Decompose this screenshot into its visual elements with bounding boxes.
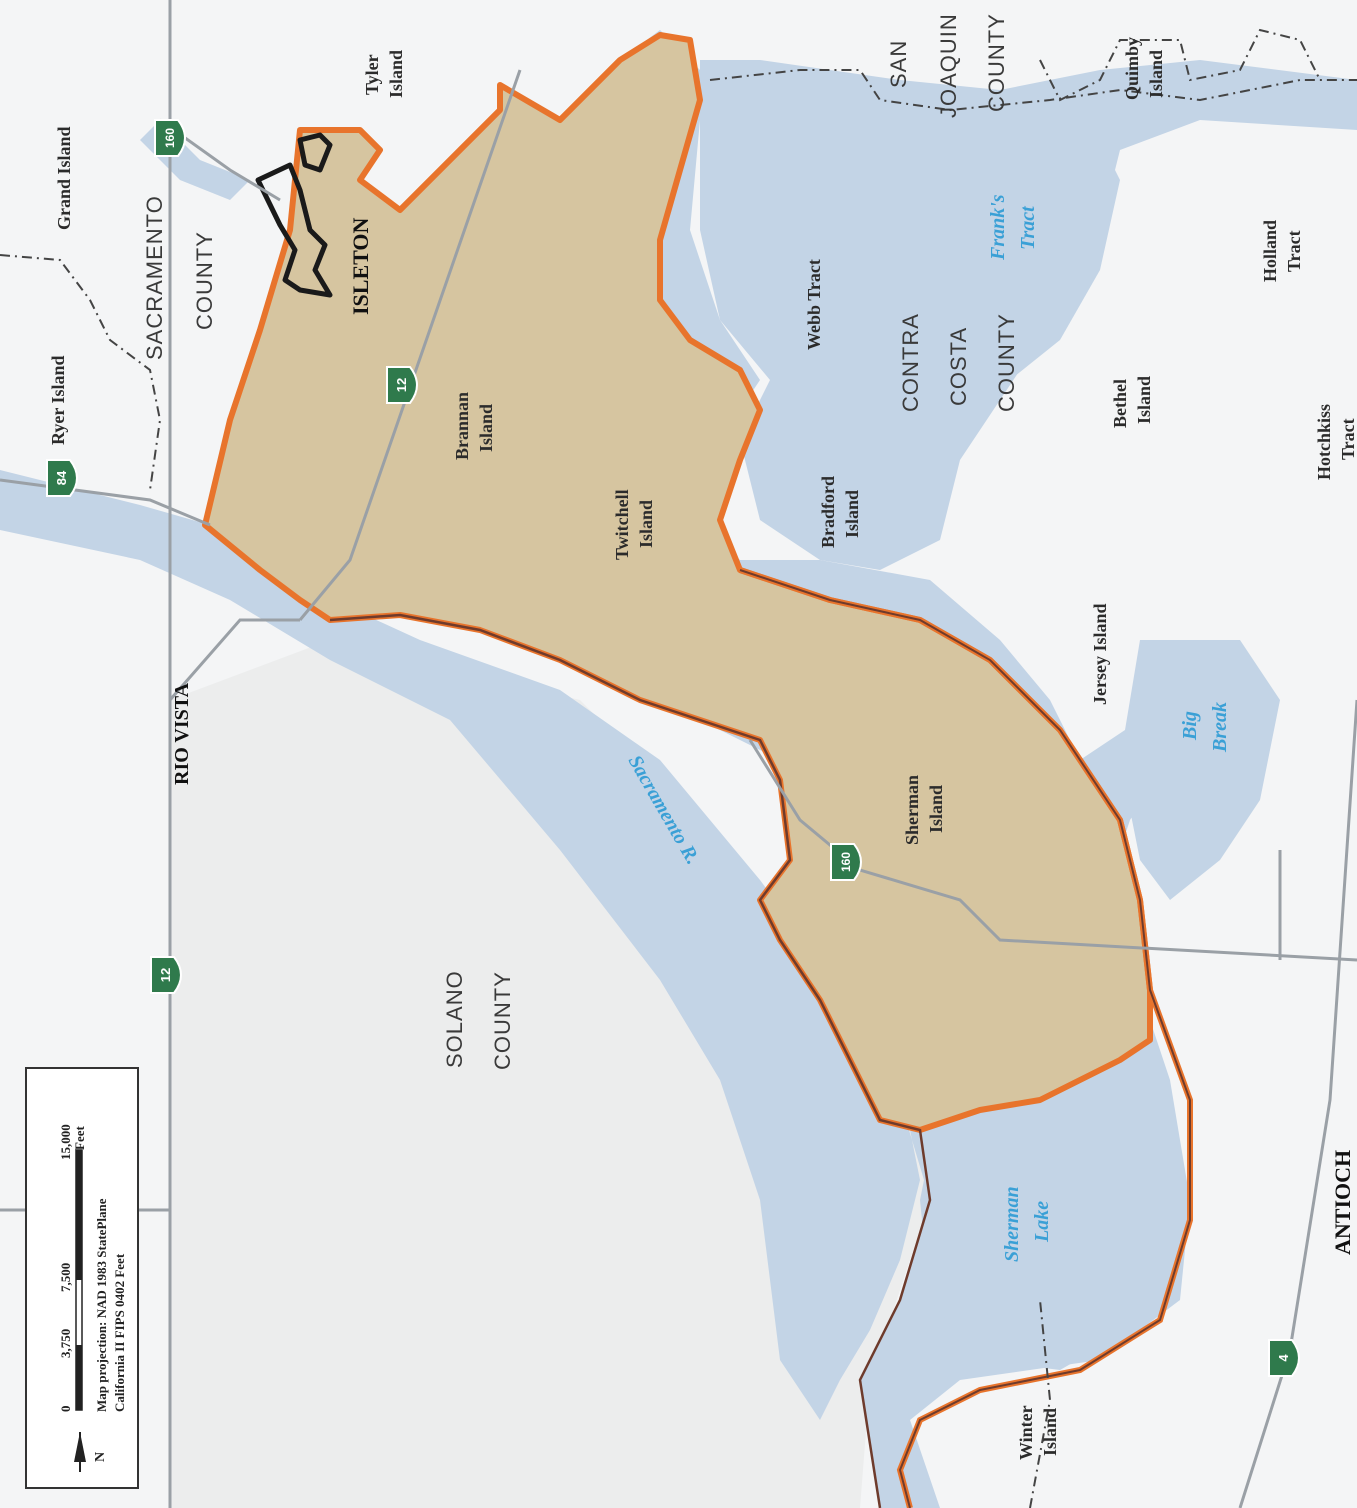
franks-tract-label-2: Tract (1017, 205, 1039, 250)
projection-line-2: California II FIPS 0402 Feet (112, 1253, 127, 1412)
highway-shield-12: 12 (150, 956, 182, 994)
isleton-city-boundary (255, 132, 333, 298)
hills-area (170, 640, 930, 1508)
tyler-island-label-2: Island (386, 50, 406, 98)
hotchkiss-tract-label-2: Tract (1338, 418, 1357, 460)
scale-bar (75, 1149, 83, 1411)
solano-county-label: SOLANO (442, 970, 467, 1068)
contra-costa-county-label-3: COUNTY (994, 313, 1019, 412)
sherman-island-label-2: Island (926, 785, 946, 833)
highway-shields: 160 84 12 12 160 4 (46, 119, 1300, 1377)
san-joaquin-county-label: SAN (886, 40, 911, 88)
highway-shield-84: 84 (46, 459, 78, 497)
north-arrow-icon (74, 1432, 86, 1472)
bethel-island-label: Bethel (1110, 379, 1130, 428)
highway-shield-160: 160 (830, 843, 862, 881)
bethel-island-label-2: Island (1134, 376, 1154, 424)
quimby-island-label: Quimby (1122, 37, 1142, 100)
brannan-island-label: Brannan (452, 392, 472, 460)
bradford-island-label-2: Island (842, 490, 862, 538)
contra-costa-county-label: CONTRA (898, 313, 923, 412)
big-break-label-2: Break (1209, 702, 1231, 753)
solano-county-label-2: COUNTY (490, 971, 515, 1070)
svg-text:4: 4 (1276, 1354, 1291, 1362)
quimby-island-label-2: Island (1146, 50, 1166, 98)
north-label: N (93, 1452, 108, 1462)
brannan-island-label-2: Island (476, 404, 496, 452)
san-joaquin-county-label-2: JOAQUIN (936, 13, 961, 118)
scale-tick-1: 3,750 (58, 1329, 73, 1358)
sacramento-county-label-2: COUNTY (192, 231, 217, 330)
sherman-island-label: Sherman (902, 775, 922, 845)
bradford-island-label: Bradford (818, 476, 838, 548)
scale-tick-3: 15,000 (58, 1124, 73, 1160)
highway-shield-12: 12 (386, 366, 418, 404)
svg-text:84: 84 (54, 470, 69, 485)
antioch-label: ANTIOCH (1330, 1150, 1355, 1255)
grand-island-label: Grand Island (54, 126, 74, 230)
scale-unit: Feet (72, 1126, 87, 1150)
isleton-label: ISLETON (348, 217, 373, 315)
study-area-inner-boundary (329, 613, 932, 1508)
holland-tract-label: Holland (1260, 220, 1280, 282)
highway-shield-160: 160 (154, 119, 186, 157)
twitchell-island-label-2: Island (636, 500, 656, 548)
holland-tract-label-2: Tract (1284, 230, 1304, 272)
study-area-outer-boundary-dark (739, 569, 1191, 1508)
ryer-island-label: Ryer Island (48, 355, 68, 445)
franks-tract-label: Frank's (987, 194, 1009, 261)
jersey-island-label: Jersey Island (1090, 603, 1110, 705)
contra-costa-county-label-2: COSTA (946, 327, 971, 406)
highway-shield-4: 4 (1268, 1339, 1300, 1377)
rio-vista-label: RIO VISTA (171, 682, 193, 785)
scale-tick-2: 7,500 (58, 1263, 73, 1292)
sherman-lake-label-2: Lake (1031, 1201, 1053, 1243)
svg-text:12: 12 (394, 378, 409, 392)
tyler-island-label: Tyler (362, 54, 382, 95)
sherman-lake-label: Sherman (1001, 1186, 1023, 1262)
projection-line-1: Map projection: NAD 1983 StatePlane (94, 1198, 109, 1412)
sacramento-county-label: SACRAMENTO (142, 195, 167, 360)
place-labels: Tyler Island Grand Island Ryer Island Br… (48, 37, 1357, 1460)
legend: N 0 3,750 7,500 15,000 Feet Map projecti… (25, 1067, 139, 1489)
county-boundaries (0, 28, 1357, 1508)
svg-text:12: 12 (158, 968, 173, 982)
scale-tick-0: 0 (58, 1406, 73, 1413)
big-break-label: Big (1179, 711, 1201, 741)
twitchell-island-label: Twitchell (612, 489, 632, 560)
webb-tract-label: Webb Tract (804, 259, 824, 350)
county-labels: SACRAMENTO COUNTY SAN JOAQUIN COUNTY CON… (142, 13, 1019, 1070)
svg-text:160: 160 (839, 852, 853, 872)
svg-text:160: 160 (163, 128, 177, 148)
san-joaquin-county-label-3: COUNTY (984, 13, 1009, 112)
winter-island-label: Winter (1016, 1405, 1036, 1460)
hotchkiss-tract-label: Hotchkiss (1314, 404, 1334, 480)
winter-island-label-2: Island (1040, 1408, 1060, 1456)
